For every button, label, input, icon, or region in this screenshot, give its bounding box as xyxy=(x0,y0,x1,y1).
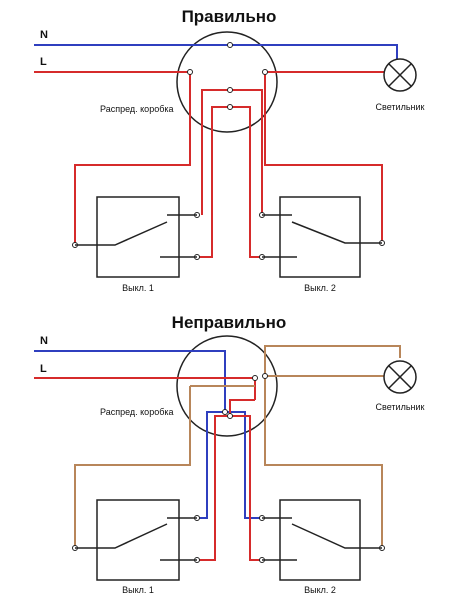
title-wrong: Неправильно xyxy=(172,313,287,332)
diagram-correct: Правильно N L Распред. коробка xyxy=(34,7,425,293)
label-l: L xyxy=(40,363,47,375)
junction-box xyxy=(176,335,278,437)
diagram-wrong: Неправильно N L Распред. коробка Выкл. xyxy=(34,313,425,595)
terminals xyxy=(72,42,385,260)
live-to-switch2 xyxy=(230,415,262,561)
lamp-label: Светильник xyxy=(376,102,425,112)
live-to-switch1 xyxy=(74,72,191,245)
label-l: L xyxy=(40,56,47,68)
terminals xyxy=(72,373,385,563)
label-n: N xyxy=(40,29,48,41)
switch-2-label: Выкл. 2 xyxy=(304,585,336,595)
traveler-1a xyxy=(201,89,230,215)
switch-1-label: Выкл. 1 xyxy=(122,283,154,293)
junction-box-label: Распред. коробка xyxy=(100,407,174,417)
lamp-icon xyxy=(383,58,417,92)
switch2-to-lamp xyxy=(264,72,383,243)
live-wire xyxy=(34,377,256,400)
switch-1-box xyxy=(96,196,180,278)
switch-1-contact xyxy=(75,221,168,246)
label-n: N xyxy=(40,335,48,347)
junction-box xyxy=(176,31,278,133)
switch-2-label: Выкл. 2 xyxy=(304,283,336,293)
switch-1-label: Выкл. 1 xyxy=(122,585,154,595)
lamp-icon xyxy=(383,360,417,394)
title-correct: Правильно xyxy=(182,7,277,26)
neutral-to-switch2 xyxy=(225,411,262,519)
junction-box-label: Распред. коробка xyxy=(100,104,174,114)
neutral-wire xyxy=(34,350,226,412)
traveler-2b xyxy=(230,106,262,258)
switch-2-contact xyxy=(291,221,382,244)
switch-2-box xyxy=(279,196,361,278)
neutral-wire xyxy=(34,44,398,60)
switch2-brown xyxy=(264,376,383,548)
lamp-phase-wire xyxy=(264,345,401,376)
traveler-2a xyxy=(230,89,263,215)
switch1-brown xyxy=(74,386,191,548)
traveler-1b xyxy=(197,106,230,258)
switch-2-box xyxy=(279,499,361,581)
lamp-label: Светильник xyxy=(376,402,425,412)
switch-1-box xyxy=(96,499,180,581)
neutral-to-switch1 xyxy=(197,411,225,519)
live-to-switch1 xyxy=(197,415,230,561)
